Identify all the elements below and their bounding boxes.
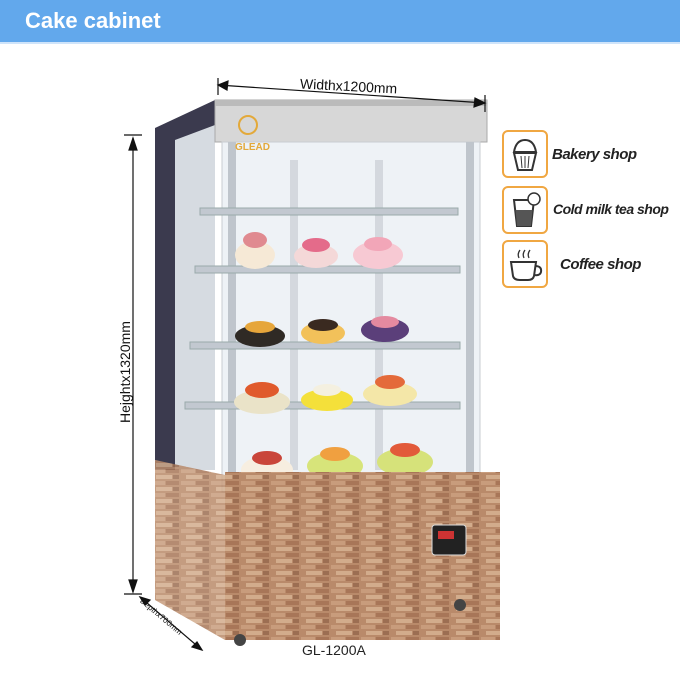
height-label: Hejghtx1320mm [117, 321, 133, 423]
glass-front [221, 141, 481, 493]
use-label-bakery: Bakery shop [552, 146, 637, 163]
page-title: Cake cabinet [25, 8, 161, 33]
use-label-milk-tea: Cold milk tea shop [553, 201, 669, 217]
wheel [454, 599, 466, 611]
use-label-coffee: Coffee shop [560, 256, 641, 273]
side-glass [175, 125, 215, 470]
wheel [234, 634, 246, 646]
logo-text: GLEAD [235, 142, 270, 153]
model-number: GL-1200A [302, 642, 366, 658]
cold-drink-icon [502, 186, 548, 234]
logo-mark [238, 115, 258, 135]
header-bar: Cake cabinet [0, 0, 680, 44]
base-front [225, 472, 500, 640]
temperature-controller [431, 524, 467, 556]
coffee-cup-icon [502, 240, 548, 288]
cupcake-icon [502, 130, 548, 178]
base-side [155, 460, 225, 640]
canopy [214, 99, 488, 143]
